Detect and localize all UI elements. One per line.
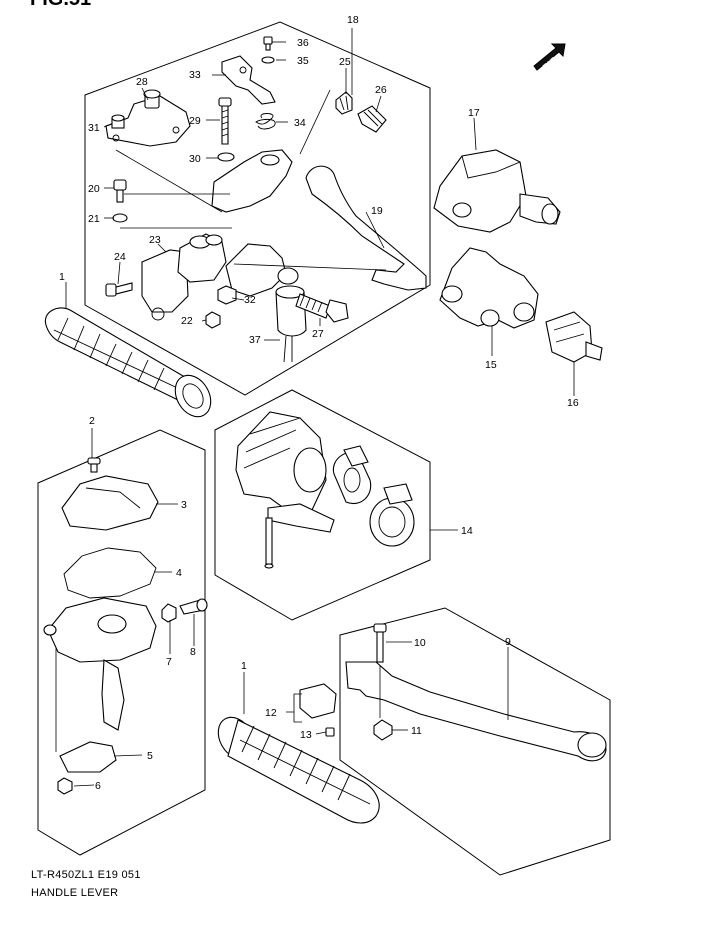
switch-12 <box>299 683 337 719</box>
cover-3-rib <box>85 487 141 509</box>
bolt-24 <box>105 282 133 297</box>
lever-19 <box>305 165 427 291</box>
frame-left-housing <box>37 429 206 856</box>
washer-35 <box>261 56 275 64</box>
callout-23: 23 <box>149 234 161 246</box>
frame-switch-assembly <box>214 389 431 621</box>
callout-31: 31 <box>88 122 100 134</box>
spring-34 <box>255 113 276 130</box>
master-cylinder-17 <box>433 149 561 233</box>
callout-16: 16 <box>567 397 579 409</box>
bolt-29 <box>218 97 232 145</box>
callout-6: 6 <box>95 780 101 792</box>
callout-25: 25 <box>339 56 351 68</box>
nut-31 <box>111 114 125 129</box>
frame-right-lever <box>339 607 611 876</box>
callout-1-upper: 1 <box>59 271 65 283</box>
callout-5: 5 <box>147 750 153 762</box>
callout-33: 33 <box>189 69 201 81</box>
callout-17: 17 <box>468 107 480 119</box>
lever-9 <box>345 661 607 762</box>
callout-20: 20 <box>88 183 100 195</box>
bracket-33 <box>221 55 276 105</box>
nut-32 <box>217 285 237 305</box>
throttle-16 <box>545 311 603 363</box>
callout-34: 34 <box>294 117 306 129</box>
grip-1-upper <box>44 307 212 418</box>
callout-22: 22 <box>181 315 193 327</box>
callout-19: 19 <box>371 205 383 217</box>
callout-30: 30 <box>189 153 201 165</box>
nut-11 <box>373 719 393 741</box>
fwd-arrow-icon: FWD <box>533 43 566 71</box>
screw-2 <box>87 457 101 473</box>
switch-knob <box>277 267 299 285</box>
callout-4: 4 <box>176 567 182 579</box>
callout-15: 15 <box>485 359 497 371</box>
screw-13 <box>325 727 335 737</box>
reference-lines <box>55 89 387 752</box>
callout-27: 27 <box>312 328 324 340</box>
nut-7 <box>161 603 177 623</box>
nut-22 <box>205 311 221 329</box>
callout-3: 3 <box>181 499 187 511</box>
bolt-20 <box>113 179 127 203</box>
switch-body <box>225 243 287 297</box>
screw-27 <box>295 293 349 323</box>
callout-36: 36 <box>297 37 309 49</box>
callout-10: 10 <box>414 637 426 649</box>
screw-36 <box>263 36 273 51</box>
bolt-8 <box>179 598 208 615</box>
callout-9: 9 <box>505 636 511 648</box>
callout-8: 8 <box>190 646 196 658</box>
housing-body <box>43 597 157 731</box>
callout-24: 24 <box>114 251 126 263</box>
adjuster-26 <box>357 105 387 133</box>
callout-26: 26 <box>375 84 387 96</box>
holder-boss <box>260 154 280 166</box>
callout-12: 12 <box>265 707 277 719</box>
pivot-28 <box>105 89 191 147</box>
gasket-4 <box>63 547 157 599</box>
diagram-title: HANDLE LEVER <box>31 887 119 899</box>
figure-title: FIG.51 <box>30 0 91 11</box>
lever-holder <box>211 149 293 213</box>
callout-21: 21 <box>88 213 100 225</box>
plate-5 <box>59 741 117 773</box>
washer-30 <box>217 152 235 162</box>
nut-25 <box>335 91 353 115</box>
callout-35: 35 <box>297 55 309 67</box>
switch-assembly-14 <box>235 411 415 569</box>
washer-21 <box>112 213 128 223</box>
bolt-10 <box>373 623 387 663</box>
callout-37: 37 <box>249 334 261 346</box>
clamp-23 <box>141 233 227 321</box>
callout-13: 13 <box>300 729 312 741</box>
model-code: LT-R450ZL1 E19 051 <box>31 869 141 881</box>
callout-29: 29 <box>189 115 201 127</box>
callout-18: 18 <box>347 14 359 26</box>
callout-7: 7 <box>166 656 172 668</box>
cover-3 <box>61 475 159 531</box>
callout-2: 2 <box>89 415 95 427</box>
bracket-33-hole <box>239 66 247 74</box>
callout-14: 14 <box>461 525 473 537</box>
leader-lines <box>65 28 575 787</box>
callout-28: 28 <box>136 76 148 88</box>
callout-1-lower: 1 <box>241 660 247 672</box>
lower-body-15 <box>439 247 539 329</box>
grip-1-lower <box>217 716 380 824</box>
frame-left-lever-assembly <box>84 21 431 396</box>
callout-32: 32 <box>244 294 256 306</box>
callouts: 18 36 35 33 25 26 28 34 29 31 30 20 21 1… <box>59 14 579 792</box>
nut-6 <box>57 777 73 795</box>
callout-11: 11 <box>411 725 422 737</box>
